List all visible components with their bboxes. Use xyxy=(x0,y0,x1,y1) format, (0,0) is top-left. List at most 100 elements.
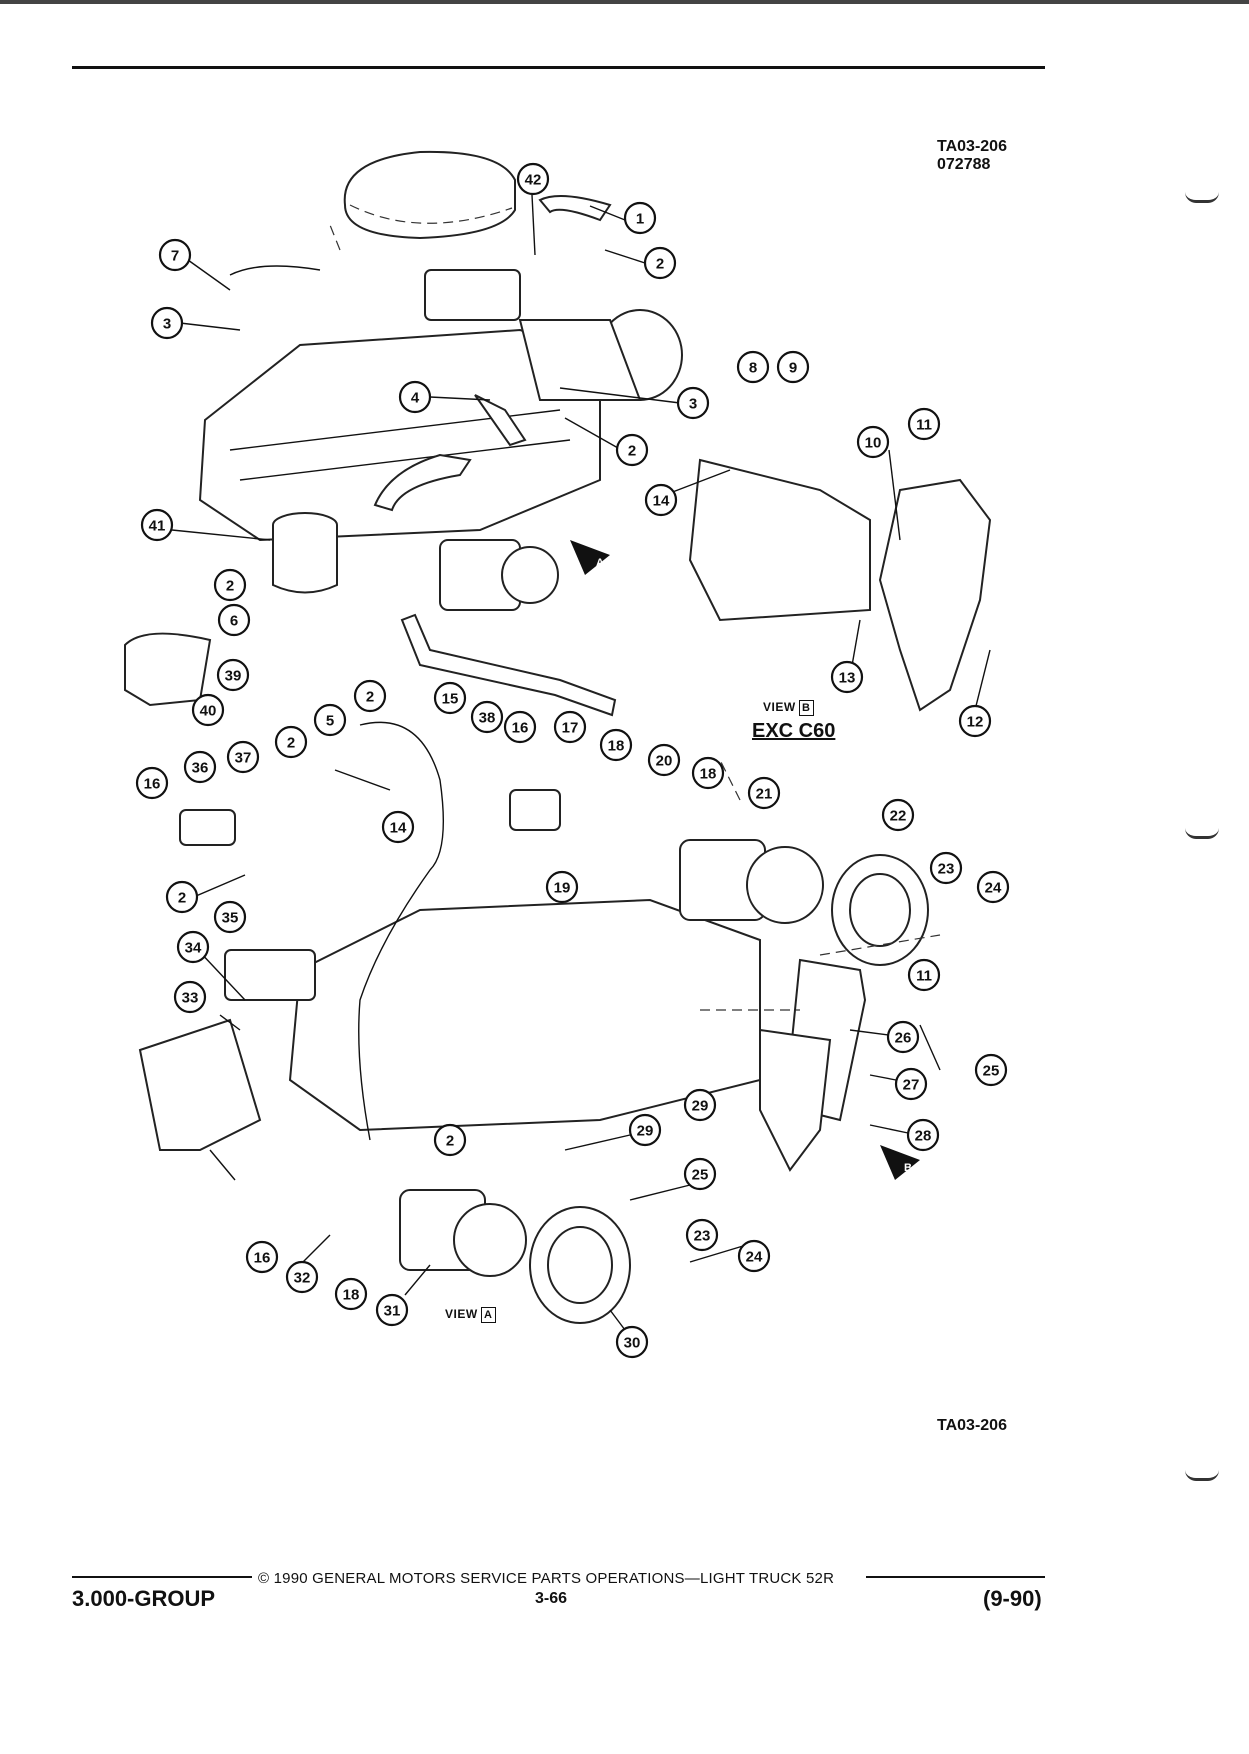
callout-41: 41 xyxy=(140,508,174,542)
svg-text:4: 4 xyxy=(411,390,420,407)
view-b-note: EXC C60 xyxy=(752,720,836,742)
callout-26: 26 xyxy=(886,1020,920,1054)
svg-text:38: 38 xyxy=(479,710,496,727)
svg-text:32: 32 xyxy=(294,1270,311,1287)
svg-text:16: 16 xyxy=(144,776,161,793)
svg-text:31: 31 xyxy=(384,1303,401,1320)
callout-16b: 16 xyxy=(135,766,169,800)
footer-group: 3.000-GROUP xyxy=(72,1586,216,1611)
binder-tab-mark xyxy=(1185,192,1219,203)
callout-2g: 2 xyxy=(433,1123,467,1157)
svg-text:10: 10 xyxy=(865,435,882,452)
svg-text:19: 19 xyxy=(554,880,571,897)
upper-hoses xyxy=(229,195,612,512)
binder-tab-mark xyxy=(1185,1470,1219,1481)
callout-23a: 23 xyxy=(929,851,963,885)
svg-text:B: B xyxy=(904,1162,912,1174)
callout-27: 27 xyxy=(894,1067,928,1101)
svg-text:36: 36 xyxy=(192,760,209,777)
callout-4: 4 xyxy=(398,380,432,414)
svg-text:30: 30 xyxy=(624,1335,641,1352)
callout-1: 1 xyxy=(623,201,657,235)
figure-ref-code: TA03-206 xyxy=(937,138,1007,155)
footer-rule-left xyxy=(72,1576,252,1578)
svg-text:35: 35 xyxy=(222,910,239,927)
figure-ref-bottom: TA03-206 xyxy=(937,1417,1007,1434)
footer-copyright: © 1990 GENERAL MOTORS SERVICE PARTS OPER… xyxy=(258,1570,835,1587)
callout-2a: 2 xyxy=(643,246,677,280)
callout-40: 40 xyxy=(191,693,225,727)
callout-2f: 2 xyxy=(165,880,199,914)
callout-13: 13 xyxy=(830,660,864,694)
air-pump-upper xyxy=(439,539,559,611)
callout-29b: 29 xyxy=(628,1113,662,1147)
svg-text:5: 5 xyxy=(326,713,334,730)
footer-revision: (9-90) xyxy=(983,1586,1042,1611)
callout-25a: 25 xyxy=(974,1053,1008,1087)
svg-text:14: 14 xyxy=(390,820,407,837)
svg-text:24: 24 xyxy=(746,1249,763,1266)
footer-page-number: 3-66 xyxy=(535,1590,568,1607)
svg-text:3: 3 xyxy=(163,316,171,333)
callout-42: 42 xyxy=(516,162,550,196)
callout-14a: 14 xyxy=(644,483,678,517)
footer-rule-right xyxy=(866,1576,1045,1578)
callout-25b: 25 xyxy=(683,1157,717,1191)
callout-20: 20 xyxy=(647,743,681,777)
callout-15: 15 xyxy=(433,681,467,715)
callout-38: 38 xyxy=(470,700,504,734)
svg-text:18: 18 xyxy=(608,738,625,755)
scan-edge xyxy=(0,0,1249,4)
svg-text:18: 18 xyxy=(700,766,717,783)
air-cleaner-housing xyxy=(343,150,516,240)
svg-text:34: 34 xyxy=(185,940,202,957)
svg-text:3: 3 xyxy=(689,396,697,413)
svg-text:11: 11 xyxy=(916,417,932,434)
callout-11a: 11 xyxy=(907,407,941,441)
callout-16c: 16 xyxy=(245,1240,279,1274)
callout-28: 28 xyxy=(906,1118,940,1152)
svg-text:41: 41 xyxy=(149,518,166,535)
callout-7: 7 xyxy=(158,238,192,272)
callout-39: 39 xyxy=(216,658,250,692)
svg-text:8: 8 xyxy=(749,360,757,377)
callout-2c: 2 xyxy=(213,568,247,602)
callout-30: 30 xyxy=(615,1325,649,1359)
pulley-30 xyxy=(529,1206,631,1324)
callout-10: 10 xyxy=(856,425,890,459)
header-rule xyxy=(72,66,1045,69)
svg-text:A: A xyxy=(596,557,604,569)
callout-leaders xyxy=(171,194,991,1331)
callout-33: 33 xyxy=(173,980,207,1014)
svg-text:33: 33 xyxy=(182,990,199,1007)
vapor-canister xyxy=(272,512,338,594)
callout-11b: 11 xyxy=(907,958,941,992)
svg-text:2: 2 xyxy=(656,256,664,273)
view-b-arrow xyxy=(880,1145,920,1180)
callout-18c: 18 xyxy=(334,1277,368,1311)
svg-text:29: 29 xyxy=(637,1123,654,1140)
callout-8: 8 xyxy=(736,350,770,384)
callout-2d: 2 xyxy=(353,679,387,713)
diverter-valve xyxy=(509,789,561,831)
svg-text:13: 13 xyxy=(839,670,856,687)
svg-text:2: 2 xyxy=(287,735,295,752)
svg-text:23: 23 xyxy=(694,1228,711,1245)
lower-bracket-29 xyxy=(759,1028,832,1172)
callout-9: 9 xyxy=(776,350,810,384)
svg-text:15: 15 xyxy=(442,691,459,708)
throttle-body xyxy=(424,269,683,401)
view-b-bracket-assembly xyxy=(688,458,992,712)
upper-engine-block xyxy=(198,328,601,542)
svg-text:24: 24 xyxy=(985,880,1002,897)
callout-3a: 3 xyxy=(150,306,184,340)
callout-24b: 24 xyxy=(737,1239,771,1273)
svg-text:12: 12 xyxy=(967,714,984,731)
corrugated-hose xyxy=(400,613,617,717)
svg-text:6: 6 xyxy=(230,613,238,630)
air-valve xyxy=(224,949,316,1001)
callout-37: 37 xyxy=(226,740,260,774)
callout-35: 35 xyxy=(213,900,247,934)
svg-text:40: 40 xyxy=(200,703,217,720)
